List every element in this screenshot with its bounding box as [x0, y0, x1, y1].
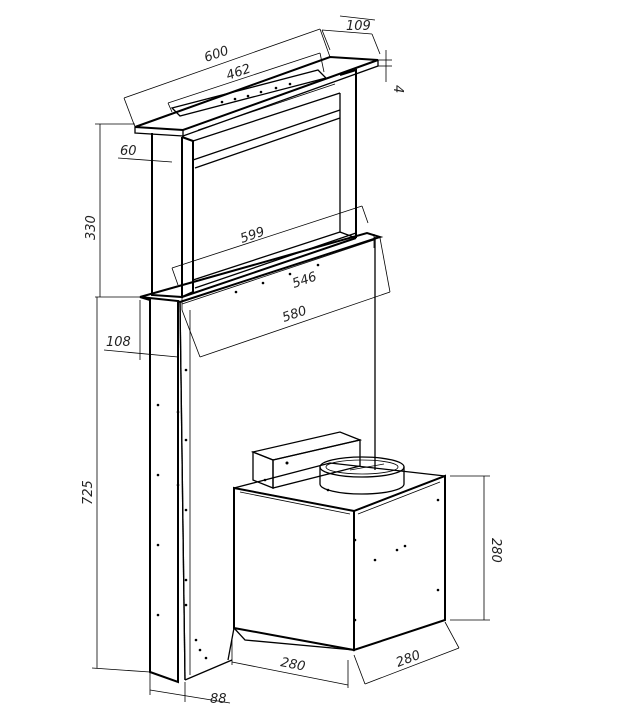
dim-280-height: 280 [450, 475, 503, 621]
dim-280-depth-label: 280 [394, 648, 423, 671]
dim-462-label: 462 [224, 62, 252, 84]
dim-60: 60 [117, 140, 183, 165]
dim-280-depth: 280 [353, 621, 460, 685]
column-front-face [139, 231, 384, 684]
motor-outlet-ring [319, 456, 405, 495]
dim-330: 330 [84, 123, 140, 298]
dim-280-width-label: 280 [279, 655, 306, 674]
dim-330-label: 330 [84, 215, 99, 240]
dim-546: 546 [181, 234, 375, 310]
dim-60-label: 60 [120, 144, 137, 159]
motor-electrical-box [250, 431, 363, 489]
dim-580-label: 580 [280, 304, 308, 326]
dim-108-label: 108 [106, 335, 131, 350]
dim-108: 108 [103, 300, 179, 360]
motor-box [227, 462, 446, 661]
dim-725: 725 [81, 297, 151, 673]
dim-4-label: 4 [390, 85, 405, 93]
dim-280-height-label: 280 [488, 538, 503, 563]
dim-725-label: 725 [81, 480, 96, 505]
dim-546-label: 546 [290, 270, 318, 292]
hood-control-strip [170, 69, 328, 117]
dim-109-label: 109 [346, 19, 371, 34]
dim-109: 109 [321, 15, 381, 55]
hood-front-frame [151, 68, 357, 299]
dim-600-label: 600 [202, 44, 230, 66]
dim-599-label: 599 [238, 225, 266, 247]
dim-280-width: 280 [231, 640, 349, 688]
dim-88-label: 88 [210, 692, 227, 707]
column-screw-dots [156, 263, 320, 660]
dim-4: 4 [378, 50, 405, 93]
dim-88: 88 [149, 672, 231, 707]
